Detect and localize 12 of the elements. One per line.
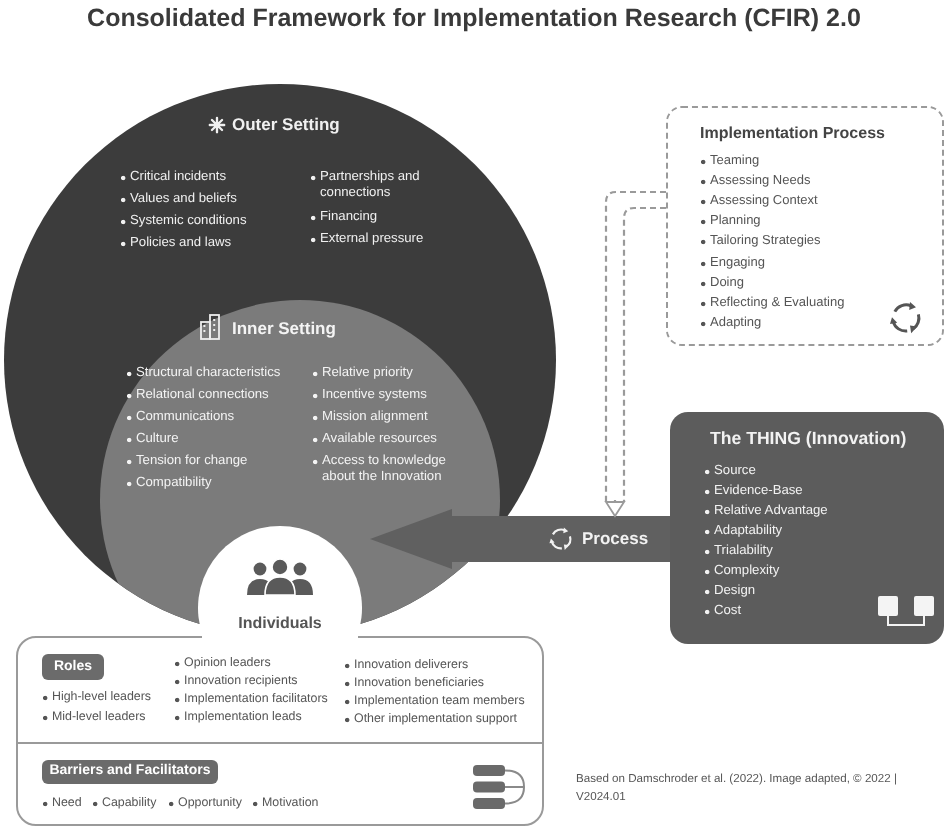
section-title: Individuals <box>236 612 324 634</box>
diagram-title: Consolidated Framework for Implementation Research (CFIR) 2.0 <box>85 4 863 32</box>
section-title: Outer Setting <box>232 114 340 136</box>
section-title: The THING (Innovation) <box>710 428 907 450</box>
section-title: Implementation Process <box>700 122 885 144</box>
block-arrow <box>370 509 456 569</box>
band-label: Process <box>582 528 649 550</box>
process-band <box>456 516 670 562</box>
innovation-panel <box>670 412 944 644</box>
section-title: Inner Setting <box>232 318 336 340</box>
dashed-arrow <box>604 190 668 517</box>
process-card <box>666 106 944 346</box>
